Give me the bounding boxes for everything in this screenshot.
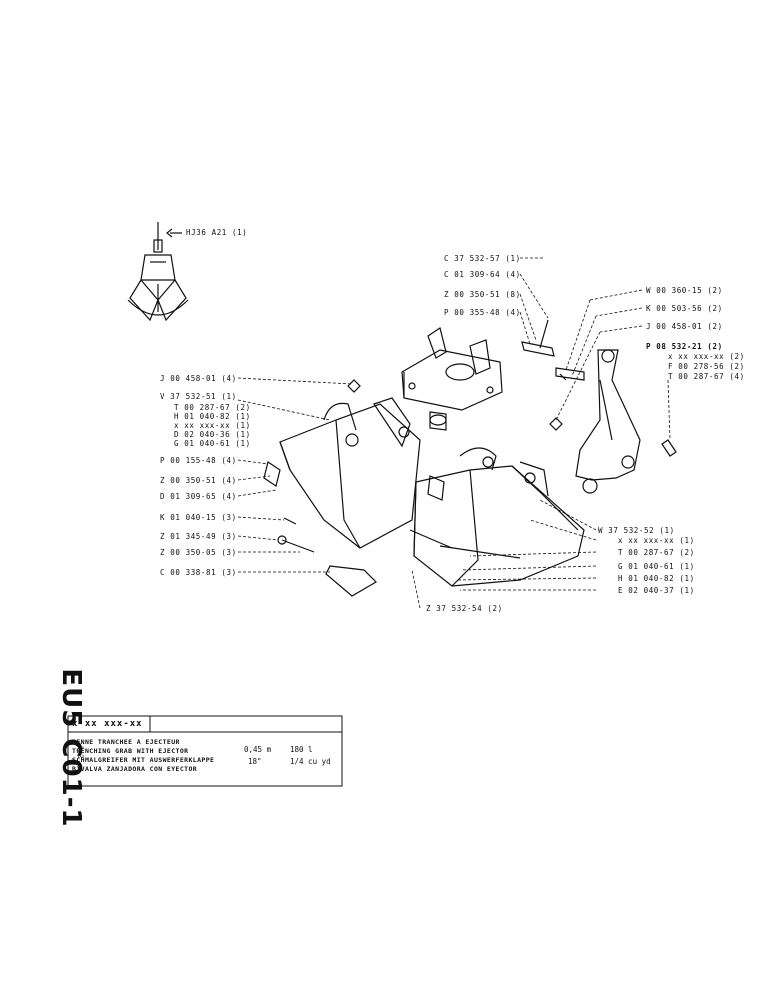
capacity-metric: 0,45 m (244, 745, 272, 754)
part-label: H 01 040-82 (1) (174, 412, 251, 421)
title-line-fr: BENNE TRANCHEE A EJECTEUR (72, 738, 180, 746)
part-label: T 00 287-67 (4) (668, 372, 745, 381)
part-label: V 37 532-51 (1) (160, 392, 237, 401)
part-label: P 08 532-21 (2) (646, 342, 723, 351)
part-label: Z 01 345-49 (3) (160, 532, 237, 541)
head-bracket (401, 319, 585, 411)
title-line-de: SCHMALGREIFER MIT AUSWERFERKLAPPE (72, 756, 215, 764)
right-bucket (409, 447, 585, 587)
title-block: x xx xxx-xx BENNE TRANCHEE A EJECTEUR TR… (68, 716, 342, 786)
part-label: K 01 040-15 (3) (160, 513, 237, 522)
part-label: K 00 503-56 (2) (646, 304, 723, 313)
part-label: W 00 360-15 (2) (646, 286, 723, 295)
part-label: C 01 309-64 (4) (444, 270, 521, 279)
left-bucket (263, 379, 447, 597)
part-label: F 00 278-56 (2) (668, 362, 745, 371)
part-label: G 01 040-61 (1) (174, 439, 251, 448)
grab-thumbnail (127, 222, 189, 322)
leader-lines (237, 257, 671, 609)
part-label: H 01 040-82 (1) (618, 574, 695, 583)
part-label: J 00 458-01 (4) (160, 374, 237, 383)
part-label: T 00 287-67 (2) (174, 403, 251, 412)
part-label: C 37 532-57 (1) (444, 254, 521, 263)
part-label-bottom: Z 37 532-54 (2) (426, 604, 503, 613)
part-label: x xx xxx-xx (1) (174, 421, 251, 430)
part-label: Z 00 350-51 (4) (160, 476, 237, 485)
title-block-frame (67, 715, 343, 787)
title-line-en: TRENCHING GRAB WITH EJECTOR (72, 747, 189, 755)
part-label: P 00 155-48 (4) (160, 456, 237, 465)
part-label: E 02 040-37 (1) (618, 586, 695, 595)
part-label: Z 00 350-51 (8) (444, 290, 521, 299)
part-label: Z 00 350-05 (3) (160, 548, 237, 557)
head-part-label: HJ36 A21 (1) (186, 228, 248, 237)
part-label: T 00 287-67 (2) (618, 548, 695, 557)
part-label: x xx xxx-xx (1) (618, 536, 695, 545)
part-label: x xx xxx-xx (2) (668, 352, 745, 361)
title-block-code: x xx xxx-xx (72, 719, 143, 729)
part-label: G 01 040-61 (1) (618, 562, 695, 571)
title-line-es: BIVALVA ZANJADORA CON EYECTOR (72, 765, 198, 773)
part-label: W 37 532-52 (1) (598, 526, 675, 535)
part-label: D 01 309-65 (4) (160, 492, 237, 501)
capacity-metric-liters: 180 l (290, 745, 313, 754)
part-label: D 02 040-36 (1) (174, 430, 251, 439)
ejector-arm (549, 349, 677, 494)
part-label: C 00 338-81 (3) (160, 568, 237, 577)
part-label: J 00 458-01 (2) (646, 322, 723, 331)
part-label: P 00 355-48 (4) (444, 308, 521, 317)
width-imperial: 18" (248, 757, 262, 766)
capacity-imperial: 1/4 cu yd (290, 757, 331, 766)
